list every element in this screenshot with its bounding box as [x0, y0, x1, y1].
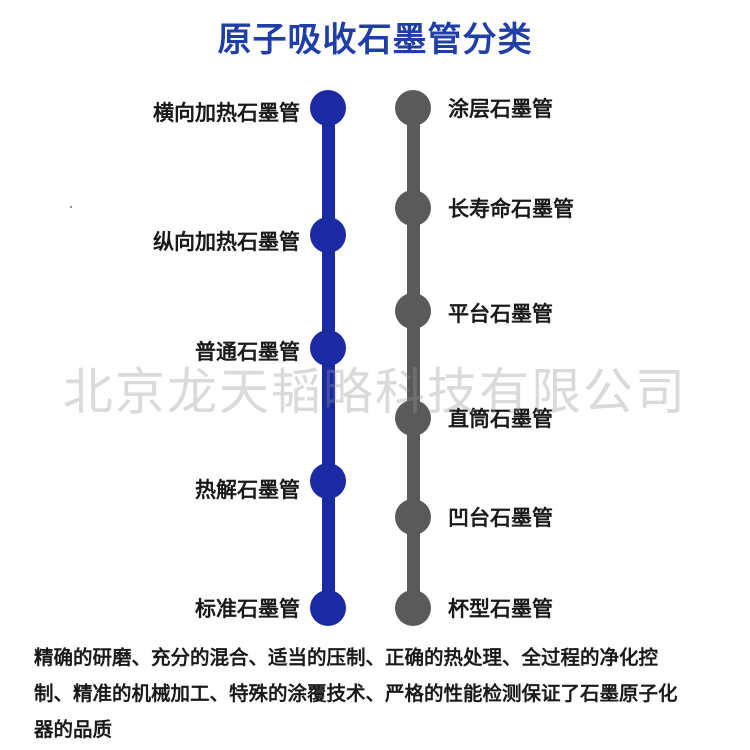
right-node-4	[395, 400, 431, 436]
right-node-6	[395, 590, 431, 626]
left-node-4	[310, 463, 346, 499]
right-label-6: 杯型石墨管	[448, 597, 553, 621]
description-text: 精确的研磨、充分的混合、适当的压制、正确的热处理、全过程的净化控制、精准的机械加…	[34, 646, 678, 741]
right-timeline-line	[407, 108, 420, 608]
page-title: 原子吸收石墨管分类	[217, 20, 533, 60]
right-node-2	[395, 190, 431, 226]
right-node-1	[395, 90, 431, 126]
left-label-5: 标准石墨管	[195, 597, 300, 621]
left-node-5	[310, 590, 346, 626]
right-label-5: 凹台石墨管	[448, 506, 553, 530]
right-label-2: 长寿命石墨管	[448, 197, 574, 221]
right-label-4: 直筒石墨管	[448, 407, 553, 431]
left-label-1: 横向加热石墨管	[153, 101, 300, 125]
left-label-2: 纵向加热石墨管	[153, 230, 300, 254]
right-label-3: 平台石墨管	[448, 302, 553, 326]
left-node-1	[310, 90, 346, 126]
left-node-3	[310, 330, 346, 366]
left-label-3: 普通石墨管	[195, 340, 300, 364]
stray-dot	[70, 206, 72, 208]
right-node-5	[395, 499, 431, 535]
company-watermark: 北京龙天韬略科技有限公司	[63, 363, 687, 421]
right-label-1: 涂层石墨管	[448, 97, 553, 121]
left-node-2	[310, 217, 346, 253]
right-node-3	[395, 293, 431, 329]
left-label-4: 热解石墨管	[195, 478, 300, 502]
